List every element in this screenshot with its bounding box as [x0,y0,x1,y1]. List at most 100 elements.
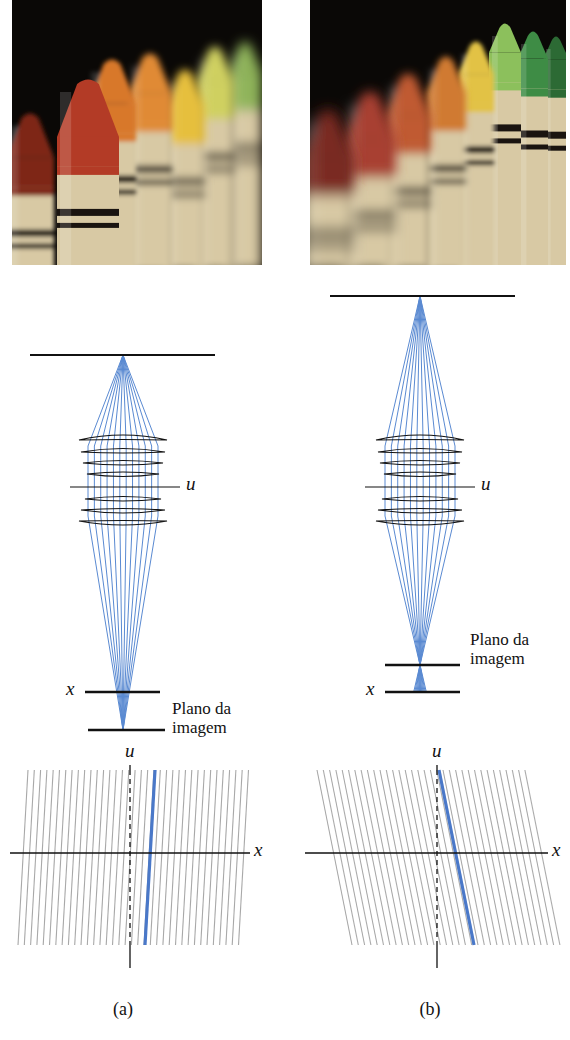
u-axis [436,765,437,770]
drawing-part [310,122,314,265]
ray-line [56,770,66,945]
light-ray [414,296,455,692]
drawing-part [310,157,354,265]
drawing-part [60,92,71,265]
drawing-part [310,187,354,265]
ray-line [131,770,141,945]
crayon [310,110,354,266]
u-axis [436,770,437,945]
ray-line [43,770,53,945]
ray-line [163,770,173,945]
ray-line [24,770,34,945]
plane-line [385,664,460,667]
ray-line [37,770,47,945]
u-axis-label: u [432,741,442,762]
x-label: x [66,679,74,700]
drawing-part [310,110,354,158]
u-label: u [481,474,491,495]
lens-element [87,472,159,477]
plane-line [385,691,460,694]
drawing-part [12,158,54,265]
drawing-part [12,230,54,237]
light-ray [113,355,123,730]
ray-line [68,770,78,945]
light-ray [123,355,158,730]
ray-line [188,770,198,945]
ray-line [125,770,135,945]
ray-line [106,770,116,945]
ray-diagram [30,296,515,730]
u-axis [436,945,437,968]
ray-line [226,770,236,945]
crayon [518,32,548,266]
ray-line [169,770,179,945]
x-axis [305,852,548,853]
ray-line [113,770,123,945]
panel-label: (a) [113,1000,133,1020]
light-ray [88,355,123,730]
ray-line [239,770,249,945]
light-ray [385,296,426,692]
image-plane-label: Plano da imagem [172,700,254,737]
lens-element [378,449,462,454]
ray-line [207,770,217,945]
crayon [57,80,119,266]
panel-label: (b) [420,1000,441,1020]
plane-line [30,354,215,356]
ray-line [220,770,230,945]
ray-line [232,770,242,945]
lens-element [83,461,163,466]
ray-line [182,770,192,945]
ray-line [176,770,186,945]
ray-line [213,770,223,945]
crayon [426,57,466,266]
ray-line [62,770,72,945]
light-ray [417,296,421,692]
light-ray [410,296,421,692]
ray-space-plot [305,765,560,968]
lens-element [378,509,462,514]
light-ray [123,355,133,730]
lens-group [79,435,167,525]
u-axis [129,770,130,945]
ray-line [18,770,28,945]
lens-element [81,449,165,454]
ray-line [194,770,204,945]
u-axis [129,765,130,770]
light-ray [415,296,449,692]
drawing-part [310,187,354,195]
drawing-part [12,188,54,196]
crayon [12,114,54,266]
lens-element [85,497,161,502]
ray-space-plot [10,765,250,968]
light-ray [416,296,442,692]
ray-line [100,770,110,945]
lens-element [79,435,167,440]
lens-element [384,472,456,477]
ray-line [50,770,60,945]
plane-line [88,729,165,732]
u-label: u [186,474,196,495]
lens-element [79,521,167,526]
ray-line [119,770,129,945]
drawing-part [12,114,54,158]
drawing-part [12,126,18,265]
drawing-part [521,44,526,265]
u-axis-label: u [125,741,135,762]
ray-line [31,770,41,945]
lens-element [81,509,165,514]
ray-line [150,770,160,945]
light-ray [404,296,423,692]
highlighted-ray [439,770,474,945]
plane-line [85,691,160,694]
drawing-part [310,243,354,248]
light-ray [398,296,424,692]
light-ray [391,296,425,692]
ray-line [157,770,167,945]
light-rays [88,355,158,730]
lens-element [376,521,464,526]
x-axis-label: x [552,840,560,861]
ray-line [525,770,560,945]
light-ray [101,355,123,730]
plane-line [70,486,180,487]
